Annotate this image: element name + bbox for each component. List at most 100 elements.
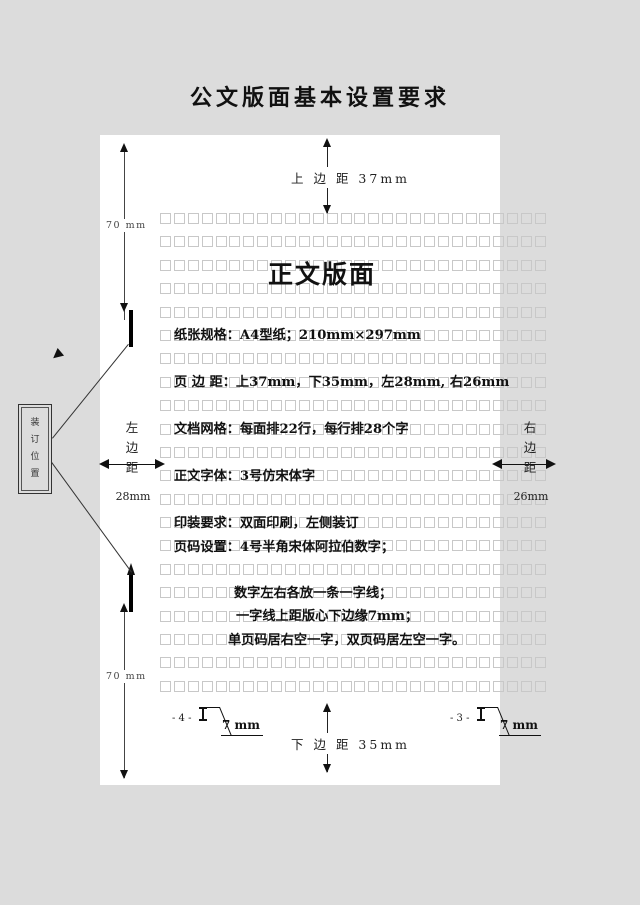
page-number-odd-tick-top bbox=[477, 707, 485, 709]
spec-line-pagenum-4: 单页码居右空一字，双页码居左空一字。 bbox=[228, 633, 466, 648]
grid-cell bbox=[535, 259, 547, 271]
page-number-odd-tick-bottom bbox=[477, 719, 485, 721]
staple-top-dim-label: 70 mm bbox=[104, 219, 149, 232]
spec-line-font: 正文字体：3号仿宋体字 bbox=[174, 469, 316, 484]
grid-cell bbox=[507, 517, 519, 529]
leader-odd-underline bbox=[499, 735, 541, 736]
grid-cell bbox=[507, 283, 519, 295]
staple-bottom-arrow-down bbox=[119, 770, 128, 779]
grid-cell bbox=[535, 213, 547, 224]
left-margin-arrow-right bbox=[155, 459, 165, 469]
grid-cell bbox=[521, 517, 533, 529]
right-margin-arrow-left bbox=[492, 459, 502, 469]
left-margin-arrow-left bbox=[99, 459, 109, 469]
binding-position-label: 装订位置 bbox=[21, 407, 49, 491]
grid-cell bbox=[535, 634, 547, 646]
paper-body-text: 正文版面 纸张规格：A4型纸；210mm×297mm 页 边 距：上37mm，下… bbox=[160, 210, 509, 702]
spec-line-pagenum-3: 一字线上距版心下边缘7mm； bbox=[236, 609, 419, 624]
grid-cell bbox=[521, 306, 533, 318]
grid-cell bbox=[535, 236, 547, 248]
grid-cell bbox=[535, 329, 547, 341]
spec-line-pagenum-2: 数字左右各放一条一字线； bbox=[234, 586, 393, 601]
staple-top-line bbox=[124, 150, 125, 320]
grid-cell bbox=[521, 610, 533, 622]
bottom-margin-label: 下 边 距 35mm bbox=[288, 733, 414, 754]
bottom-margin-arrow-down bbox=[322, 764, 331, 773]
grid-cell bbox=[535, 400, 547, 412]
spec-line-grid: 文档网格：每面排22行，每行排28个字 bbox=[174, 422, 409, 437]
page-title: 公文版面基本设置要求 bbox=[189, 85, 450, 111]
grid-cell bbox=[535, 540, 547, 552]
staple-mark-top bbox=[129, 310, 133, 347]
left-margin-line bbox=[105, 464, 163, 465]
staple-bottom-dim-label: 70 mm bbox=[104, 670, 149, 683]
grid-cell bbox=[535, 376, 547, 388]
grid-cell bbox=[507, 329, 519, 341]
staple-bottom-arrow-up bbox=[119, 603, 128, 612]
page-number-even-tick-top bbox=[199, 707, 207, 709]
paper-heading: 正文版面 bbox=[268, 260, 377, 289]
grid-cell bbox=[521, 680, 533, 692]
page-number-odd-tick bbox=[480, 708, 482, 720]
page-number-even-tick-bottom bbox=[199, 719, 207, 721]
left-margin-value: 28mm bbox=[115, 490, 151, 503]
staple-top-arrow-up bbox=[119, 143, 128, 152]
grid-cell bbox=[507, 400, 519, 412]
spec-line-margins: 页 边 距：上37mm，下35mm，左28mm, 右26mm bbox=[174, 375, 510, 390]
staple-top-arrow-down bbox=[119, 303, 128, 312]
grid-cell bbox=[521, 376, 533, 388]
leader-even-horizontal bbox=[206, 707, 220, 708]
grid-cell bbox=[535, 563, 547, 575]
bottom-margin-arrow-up bbox=[322, 703, 331, 712]
grid-cell bbox=[521, 329, 533, 341]
grid-cell bbox=[507, 634, 519, 646]
leader-odd-horizontal bbox=[484, 707, 498, 708]
right-margin-arrow-right bbox=[546, 459, 556, 469]
grid-cell bbox=[507, 540, 519, 552]
page-number-even-tick bbox=[202, 708, 204, 720]
staple-bottom-line bbox=[124, 610, 125, 778]
spec-line-printing: 印装要求：双面印刷，左侧装订 bbox=[174, 516, 359, 531]
leader-even-underline bbox=[221, 735, 263, 736]
grid-cell bbox=[521, 283, 533, 295]
staple-mark-bottom bbox=[129, 572, 133, 612]
grid-cell bbox=[535, 517, 547, 529]
footer-gap-right-label: 7 mm bbox=[500, 718, 538, 732]
binding-position-box: 装订位置 bbox=[18, 404, 52, 494]
grid-cell bbox=[507, 236, 519, 248]
grid-cell bbox=[521, 236, 533, 248]
grid-cell bbox=[521, 213, 533, 224]
grid-cell bbox=[535, 353, 547, 365]
grid-cell bbox=[507, 259, 519, 271]
right-margin-label: 右边距 bbox=[523, 420, 537, 475]
grid-cell bbox=[521, 353, 533, 365]
grid-cell bbox=[507, 213, 519, 224]
top-margin-arrow-down bbox=[322, 205, 331, 214]
grid-cell bbox=[507, 657, 519, 669]
page-number-even: - 4 - bbox=[172, 713, 192, 724]
grid-cell bbox=[507, 587, 519, 599]
right-margin-value: 26mm bbox=[513, 490, 549, 503]
paper-sheet bbox=[100, 135, 500, 785]
grid-cell bbox=[535, 587, 547, 599]
grid-cell bbox=[507, 680, 519, 692]
footer-gap-left-label: 7 mm bbox=[222, 718, 260, 732]
grid-cell bbox=[535, 610, 547, 622]
grid-cell bbox=[507, 353, 519, 365]
page-number-odd: - 3 - bbox=[450, 713, 470, 724]
grid-cell bbox=[521, 634, 533, 646]
top-margin-label: 上 边 距 37mm bbox=[288, 167, 414, 188]
grid-cell bbox=[507, 563, 519, 575]
right-margin-line bbox=[498, 464, 554, 465]
grid-cell bbox=[521, 587, 533, 599]
grid-cell bbox=[521, 400, 533, 412]
left-margin-label: 左边距 bbox=[125, 420, 139, 475]
spec-line-pagenum-1: 页码设置：4号半角宋体阿拉伯数字； bbox=[174, 540, 395, 555]
grid-cell bbox=[535, 657, 547, 669]
grid-cell bbox=[535, 680, 547, 692]
grid-cell bbox=[507, 610, 519, 622]
grid-cell bbox=[521, 540, 533, 552]
binding-leader-upper-arrow bbox=[49, 347, 65, 363]
grid-cell bbox=[521, 259, 533, 271]
